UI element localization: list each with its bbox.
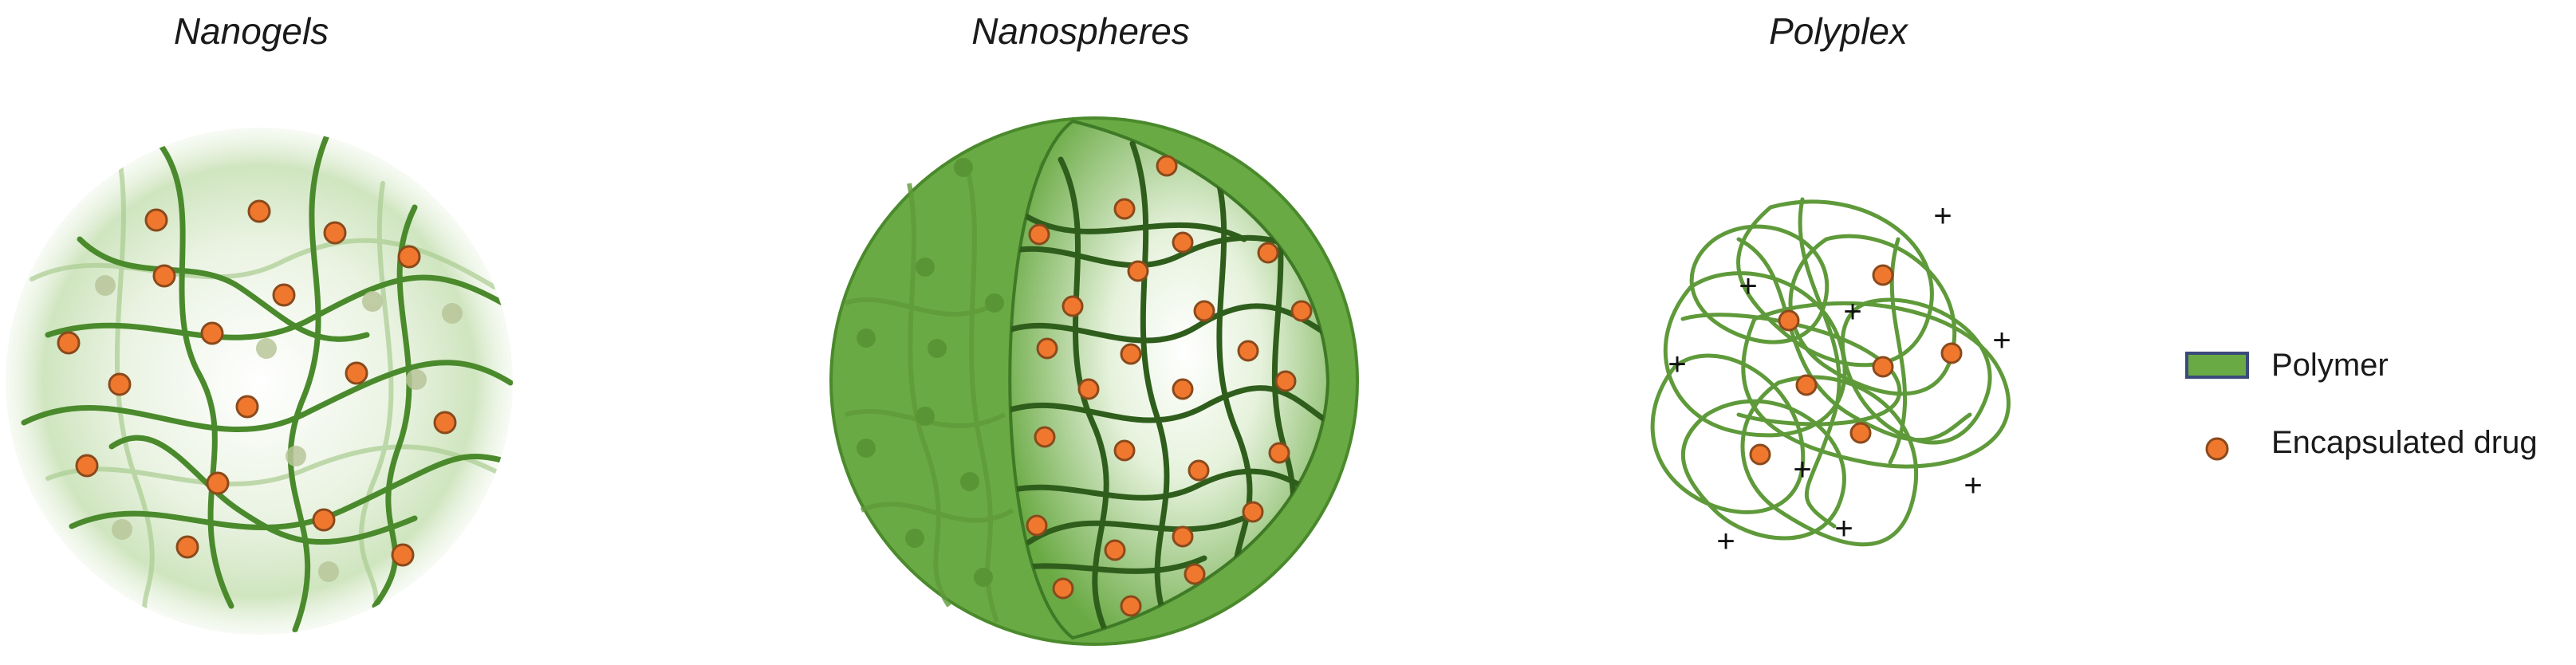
charge-plus: + [1992,323,2011,358]
nanogel-particle [6,128,513,635]
title-nanospheres: Nanospheres [971,10,1190,52]
charge-plus: + [1964,468,1982,503]
legend [2185,352,2249,461]
nanosphere-shell-fibers [845,159,1014,623]
charge-plus: + [1933,199,1952,234]
nanogel-faded-drugs [95,275,463,582]
nanogel-back-fibers [30,157,513,632]
polyplex-polymer-coil [1650,197,2011,547]
legend-polymer-label: Polymer [2271,348,2389,383]
title-polyplex: Polyplex [1769,10,1908,52]
nanosphere-core-fibers [1010,140,1328,638]
polyplex-drugs [1749,264,1963,466]
legend-polymer-swatch [2185,352,2249,379]
nanogel-polymer-fibers [21,132,513,633]
charge-plus: + [1793,452,1811,487]
nanogel-drugs [57,199,457,567]
charge-plus: + [1843,294,1861,329]
charge-plus: + [1668,347,1686,382]
charge-plus: + [1716,524,1735,559]
charge-plus: + [1834,511,1853,546]
charge-plus: + [1739,269,1757,304]
polyplex-particle: + + + + + + + + + [1650,197,2011,559]
nanosphere-particle [829,116,1359,646]
legend-drug-label: Encapsulated drug [2271,425,2538,460]
legend-drug-swatch [2205,437,2229,461]
polyplex-charges: + + + + + + + + + [1668,199,2011,559]
title-nanogels: Nanogels [173,10,329,52]
nanosphere-drugs [1026,155,1313,617]
